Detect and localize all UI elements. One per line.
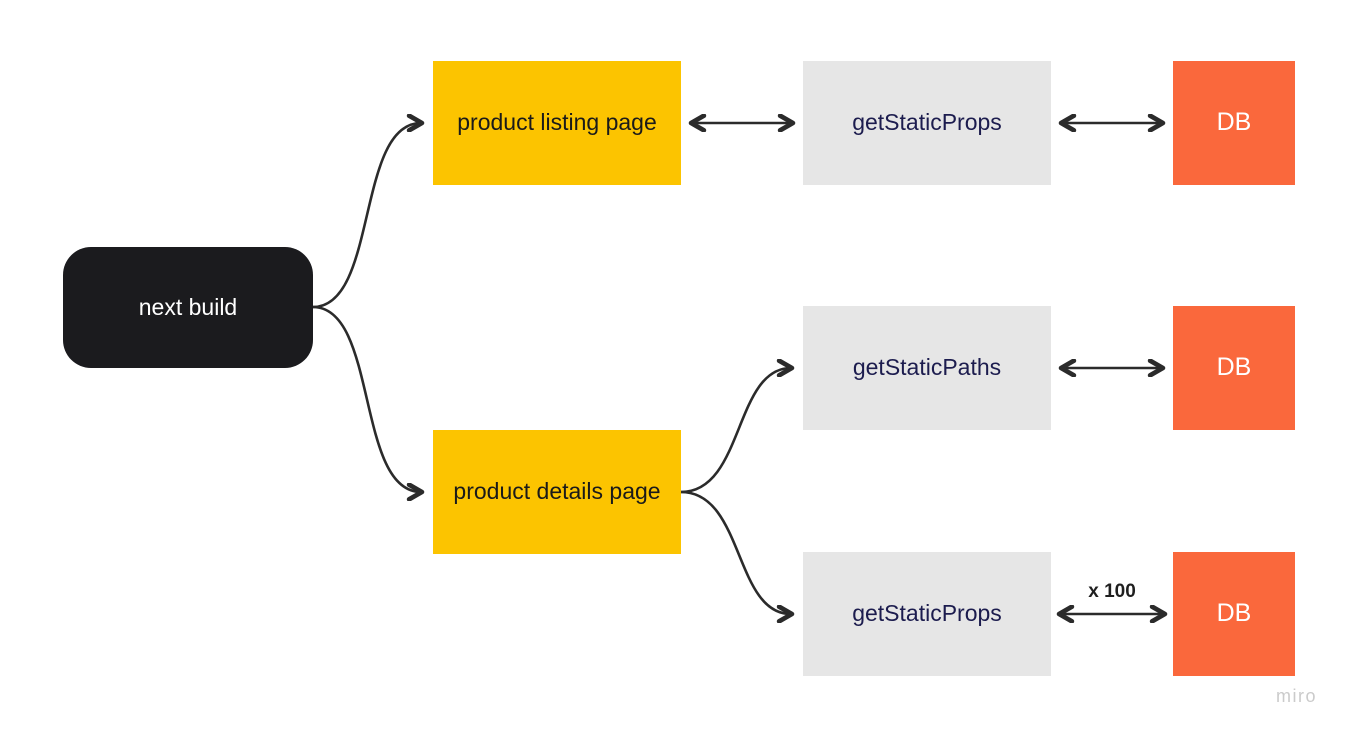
node-get-static-props-top[interactable]: getStaticProps [803, 61, 1051, 185]
node-next-build-label: next build [138, 293, 238, 320]
node-db-middle[interactable]: DB [1173, 306, 1295, 430]
connector-multiplier-label[interactable]: x 100 [1088, 581, 1136, 602]
node-get-static-paths[interactable]: getStaticPaths [803, 306, 1051, 430]
connector-nextbuild-to-listing[interactable] [311, 123, 421, 309]
node-db-bottom-label: DB [1216, 599, 1252, 628]
connector-nextbuild-to-details[interactable] [311, 305, 421, 492]
node-get-static-paths-label: getStaticPaths [852, 354, 1002, 381]
node-product-details-page[interactable]: product details page [433, 430, 681, 554]
node-db-bottom[interactable]: DB [1173, 552, 1295, 676]
node-product-listing-page-label: product listing page [457, 109, 657, 136]
connector-details-to-paths[interactable] [679, 368, 791, 494]
node-get-static-props-top-label: getStaticProps [852, 109, 1002, 136]
node-get-static-props-bottom[interactable]: getStaticProps [803, 552, 1051, 676]
node-db-middle-label: DB [1216, 353, 1252, 382]
node-next-build[interactable]: next build [63, 247, 313, 368]
connector-details-to-props[interactable] [679, 490, 791, 614]
node-product-listing-page[interactable]: product listing page [433, 61, 681, 185]
node-product-details-page-label: product details page [453, 478, 661, 505]
node-db-top[interactable]: DB [1173, 61, 1295, 185]
miro-watermark: miro [1276, 686, 1317, 706]
node-db-top-label: DB [1216, 108, 1252, 137]
node-get-static-props-bottom-label: getStaticProps [852, 600, 1002, 627]
